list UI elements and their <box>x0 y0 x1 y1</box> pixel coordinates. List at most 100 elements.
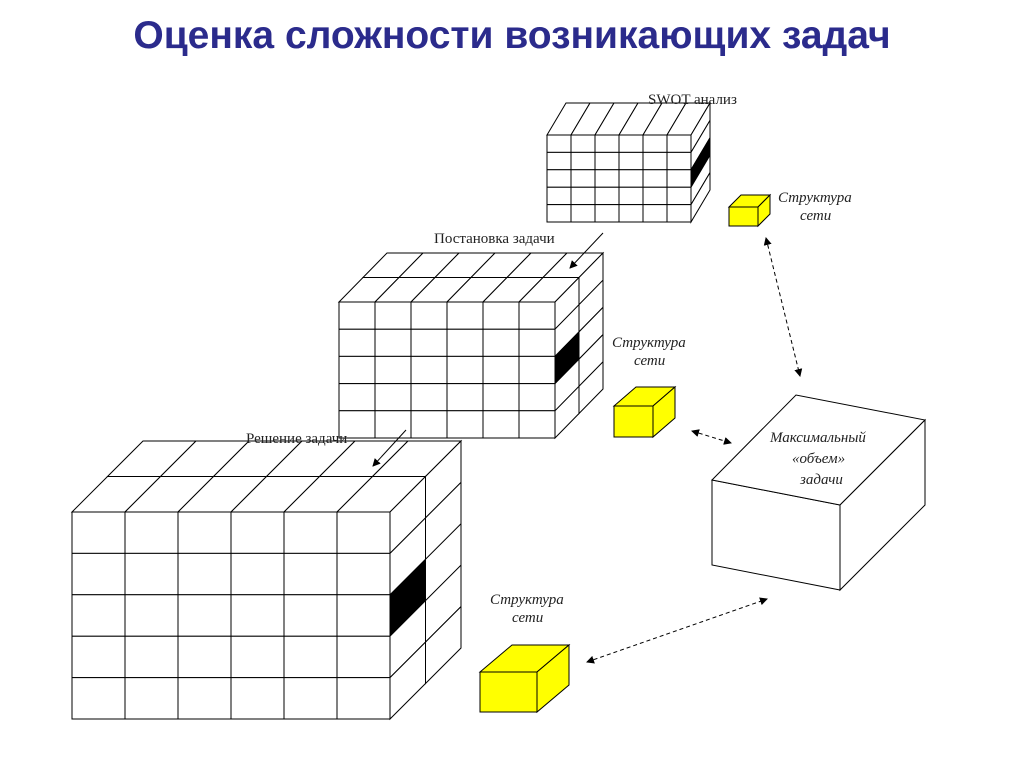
grid-front-cell <box>546 151 572 171</box>
grid-swot <box>546 101 711 224</box>
grid-front-cell <box>124 635 179 679</box>
grid-front-cell <box>594 134 620 153</box>
max-volume-label-2: «объем» <box>792 451 845 467</box>
grid-front-cell <box>374 410 412 439</box>
grid-front-cell <box>666 169 692 188</box>
grid-front-cell <box>177 552 232 596</box>
grid-front-cell <box>618 204 644 223</box>
grid-front-cell <box>338 383 376 412</box>
network-box-front <box>728 206 759 227</box>
dashed-arrow-solution-max <box>586 597 768 664</box>
grid-front-cell <box>410 383 448 412</box>
grid-front-cell <box>446 410 484 439</box>
network-label-swot-2: сети <box>800 208 831 224</box>
grid-front-cell <box>518 355 556 385</box>
grid-front-cell <box>374 328 412 357</box>
grid-front-cell <box>230 635 285 679</box>
stage-label-task-setting: Постановка задачи <box>434 231 555 247</box>
grid-front-cell <box>546 186 572 206</box>
grid-front-cell <box>570 186 596 206</box>
grid-front-cell <box>666 134 692 153</box>
grid-front-cell <box>594 169 620 188</box>
grid-front-cell <box>177 677 232 720</box>
network-box-front <box>479 671 538 713</box>
grid-front-cell <box>642 134 668 153</box>
grid-front-cell <box>570 151 596 171</box>
grid-front-cell <box>642 186 668 206</box>
grid-front-cell <box>283 511 338 554</box>
grid-front-cell <box>546 169 572 188</box>
grid-front-cell <box>230 552 285 596</box>
network-box-side <box>757 193 771 228</box>
grid-front-cell <box>570 169 596 188</box>
grid-front-cell <box>618 151 644 171</box>
grid-front-cell <box>642 204 668 223</box>
grid-front-cell <box>124 552 179 596</box>
grid-front-cell <box>482 410 520 439</box>
grid-front-cell <box>518 328 556 357</box>
grid-front-cell <box>230 511 285 554</box>
grid-front-cell <box>177 511 232 554</box>
page-title: Оценка сложности возникающих задач <box>133 14 891 57</box>
network-label-task-setting-2: сети <box>634 353 665 369</box>
grid-task-solution <box>70 439 463 721</box>
grid-front-cell <box>594 204 620 223</box>
network-label-task-solution: Структура <box>490 592 564 608</box>
stage-label-swot: SWOT анализ <box>648 92 737 108</box>
arrow-to-task-setting <box>569 232 604 269</box>
grid-front-cell <box>338 301 376 330</box>
grid-front-cell <box>518 410 556 439</box>
grid-front-cell <box>570 134 596 153</box>
grid-front-cell <box>124 677 179 720</box>
grid-front-cell <box>642 169 668 188</box>
grid-front-cell <box>410 355 448 385</box>
max-volume-label-3: задачи <box>799 472 843 488</box>
grid-front-cell <box>642 151 668 171</box>
grid-front-cell <box>230 594 285 637</box>
grid-front-cell <box>336 552 391 596</box>
grid-front-cell <box>410 328 448 357</box>
grid-front-cell <box>666 186 692 206</box>
max-volume-box <box>710 394 927 592</box>
arrow-to-task-solution <box>372 429 407 467</box>
grid-front-cell <box>666 151 692 171</box>
grid-front-cell <box>546 134 572 153</box>
network-box-task-solution <box>478 643 571 714</box>
grid-front-cell <box>336 511 391 554</box>
grid-front-cell <box>338 355 376 385</box>
network-box-front <box>613 405 654 438</box>
max-volume-label-1: Максимальный <box>769 430 866 446</box>
network-label-task-solution-2: сети <box>512 610 543 626</box>
grid-front-cell <box>283 552 338 596</box>
stage-label-task-solution: Решение задачи <box>246 431 347 447</box>
dashed-arrow-swot-max <box>763 237 803 377</box>
network-box-side <box>536 643 570 714</box>
grid-front-cell <box>177 635 232 679</box>
grid-front-cell <box>374 383 412 412</box>
grid-side-cell <box>578 360 604 415</box>
network-label-task-setting: Структура <box>612 335 686 351</box>
grid-front-cell <box>338 328 376 357</box>
grid-front-cell <box>374 355 412 385</box>
grid-front-cell <box>618 186 644 206</box>
grid-front-cell <box>71 594 126 637</box>
grid-front-cell <box>71 552 126 596</box>
grid-front-cell <box>446 328 484 357</box>
network-box-task-setting <box>612 385 677 439</box>
grid-front-cell <box>71 677 126 720</box>
grid-front-cell <box>71 635 126 679</box>
network-box-swot <box>727 193 772 228</box>
grid-front-cell <box>124 594 179 637</box>
grid-front-cell <box>336 594 391 637</box>
grid-front-cell <box>410 410 448 439</box>
grid-front-cell <box>618 169 644 188</box>
grid-front-cell <box>283 677 338 720</box>
grid-front-cell <box>518 301 556 330</box>
grid-front-cell <box>230 677 285 720</box>
network-label-swot: Структура <box>778 190 852 206</box>
grid-front-cell <box>594 151 620 171</box>
grid-front-cell <box>71 511 126 554</box>
network-box-side <box>652 385 676 439</box>
dashed-arrow-setting-max <box>691 429 732 445</box>
